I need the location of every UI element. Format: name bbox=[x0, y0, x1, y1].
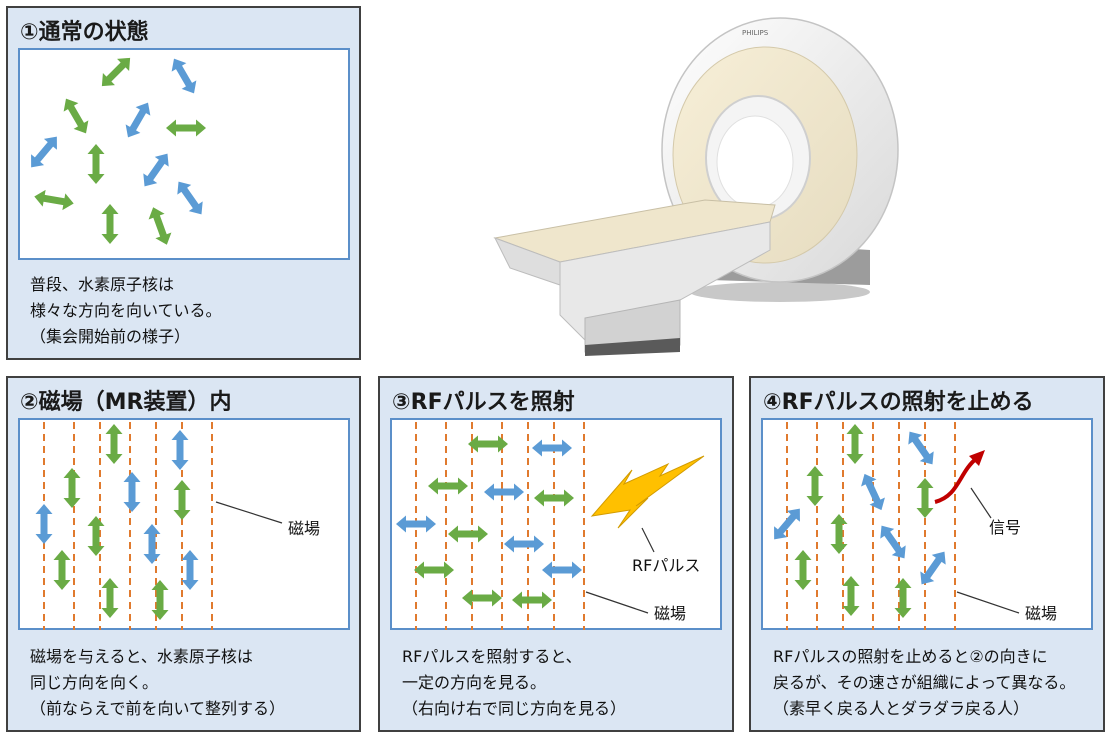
rf-pulse-label: RFパルス bbox=[632, 556, 701, 575]
nucleus-arrow-icon bbox=[861, 473, 885, 511]
scanner-brand: PHILIPS bbox=[742, 29, 769, 37]
nucleus-arrow-icon bbox=[34, 189, 74, 211]
nucleus-arrow-icon bbox=[101, 57, 131, 87]
nucleus-arrow-icon bbox=[123, 472, 141, 512]
nucleus-arrow-icon bbox=[143, 153, 169, 187]
nucleus-arrow-icon bbox=[101, 204, 119, 244]
mri-scanner-image: PHILIPS bbox=[480, 0, 920, 360]
nucleus-arrow-icon bbox=[794, 550, 812, 590]
nucleus-arrow-icon bbox=[143, 524, 161, 564]
panel-rf-stop: ④RFパルスの照射を止める 信号 磁場 RFパルスの照射を止めると②の向きに 戻… bbox=[749, 376, 1105, 732]
scanner-bore-inner bbox=[716, 115, 794, 209]
rf-pulse-lightning-icon bbox=[590, 455, 705, 529]
nucleus-arrow-icon bbox=[63, 98, 89, 134]
nucleus-arrow-icon bbox=[842, 576, 860, 616]
panel-normal-state: ①通常の状態 普段、水素原子核は 様々な方向を向いている。 （集会開始前の様子） bbox=[6, 6, 361, 360]
nucleus-arrow-icon bbox=[35, 504, 53, 544]
nucleus-arrow-icon bbox=[448, 525, 488, 543]
signal-label: 信号 bbox=[989, 518, 1022, 537]
nucleus-arrow-icon bbox=[101, 578, 119, 618]
signal-arrowhead-icon bbox=[969, 450, 985, 466]
panel-title: ②磁場（MR装置）内 bbox=[20, 390, 232, 415]
nucleus-arrow-icon bbox=[462, 589, 502, 607]
field-leader-line bbox=[956, 591, 1020, 614]
signal-curve bbox=[934, 456, 979, 504]
nucleus-arrow-icon bbox=[908, 431, 934, 465]
nucleus-arrow-icon bbox=[105, 424, 123, 464]
nucleus-arrow-icon bbox=[534, 489, 574, 507]
nucleus-arrow-icon bbox=[87, 516, 105, 556]
nucleus-arrow-icon bbox=[181, 550, 199, 590]
nucleus-arrow-icon bbox=[177, 181, 203, 215]
nucleus-arrow-icon bbox=[512, 591, 552, 609]
nuclei-diagram-aligned: 磁場 bbox=[18, 418, 350, 630]
panel-magnetic-field: ②磁場（MR装置）内 磁場 磁場を与えると、水素原子核は 同じ方向を向く。 （前… bbox=[6, 376, 361, 732]
nucleus-arrow-icon bbox=[414, 561, 454, 579]
panel-caption: 普段、水素原子核は 様々な方向を向いている。 （集会開始前の様子） bbox=[30, 275, 222, 346]
field-label: 磁場 bbox=[288, 519, 321, 538]
panel-caption: 磁場を与えると、水素原子核は 同じ方向を向く。 （前ならえで前を向いて整列する） bbox=[30, 647, 286, 718]
nucleus-arrow-icon bbox=[31, 136, 57, 168]
panel-caption: RFパルスの照射を止めると②の向きに 戻るが、その速さが組織によって異なる。 （… bbox=[773, 647, 1076, 718]
nucleus-arrow-icon bbox=[846, 424, 864, 464]
nucleus-arrow-icon bbox=[63, 468, 81, 508]
nucleus-arrow-icon bbox=[171, 58, 197, 94]
panel-title: ①通常の状態 bbox=[20, 20, 149, 45]
nucleus-arrow-icon bbox=[806, 466, 824, 506]
nucleus-arrow-icon bbox=[504, 535, 544, 553]
nuclei-diagram-rf: RFパルス 磁場 bbox=[390, 418, 722, 630]
nucleus-arrow-icon bbox=[916, 478, 934, 518]
field-leader-line bbox=[215, 501, 283, 524]
nucleus-arrow-icon bbox=[53, 550, 71, 590]
nucleus-arrow-icon bbox=[428, 477, 468, 495]
nucleus-arrow-icon bbox=[542, 561, 582, 579]
nucleus-arrow-icon bbox=[125, 102, 151, 138]
nucleus-arrow-icon bbox=[532, 439, 572, 457]
signal-leader-line bbox=[970, 487, 992, 519]
nucleus-arrow-icon bbox=[830, 514, 848, 554]
panel-caption: RFパルスを照射すると、 一定の方向を見る。 （右向け右で同じ方向を見る） bbox=[402, 647, 627, 718]
field-leader-line bbox=[585, 591, 649, 614]
panel-title: ③RFパルスを照射 bbox=[392, 390, 575, 415]
field-label: 磁場 bbox=[1025, 604, 1058, 623]
panel-title: ④RFパルスの照射を止める bbox=[763, 390, 1034, 415]
nucleus-arrow-icon bbox=[774, 508, 800, 540]
nucleus-arrow-icon bbox=[468, 435, 508, 453]
table-foot-dark bbox=[585, 338, 680, 356]
nucleus-arrow-icon bbox=[166, 119, 206, 137]
nucleus-arrow-icon bbox=[173, 480, 191, 520]
nucleus-arrow-icon bbox=[920, 551, 946, 585]
field-label: 磁場 bbox=[654, 604, 687, 623]
rf-leader-line bbox=[641, 527, 655, 553]
nucleus-arrow-icon bbox=[171, 430, 189, 470]
nucleus-arrow-icon bbox=[484, 483, 524, 501]
panel-rf-pulse: ③RFパルスを照射 RFパルス 磁場 RFパルスを照射すると、 一定の方向を見る… bbox=[378, 376, 734, 732]
nucleus-arrow-icon bbox=[87, 144, 105, 184]
nuclei-diagram-relax: 信号 磁場 bbox=[761, 418, 1093, 630]
nuclei-diagram-random bbox=[18, 48, 350, 260]
nucleus-arrow-icon bbox=[396, 515, 436, 533]
scanner-shadow bbox=[690, 282, 870, 302]
nucleus-arrow-icon bbox=[894, 578, 912, 618]
nucleus-arrow-icon bbox=[880, 525, 906, 559]
nucleus-arrow-icon bbox=[151, 580, 169, 620]
nucleus-arrow-icon bbox=[148, 207, 172, 245]
